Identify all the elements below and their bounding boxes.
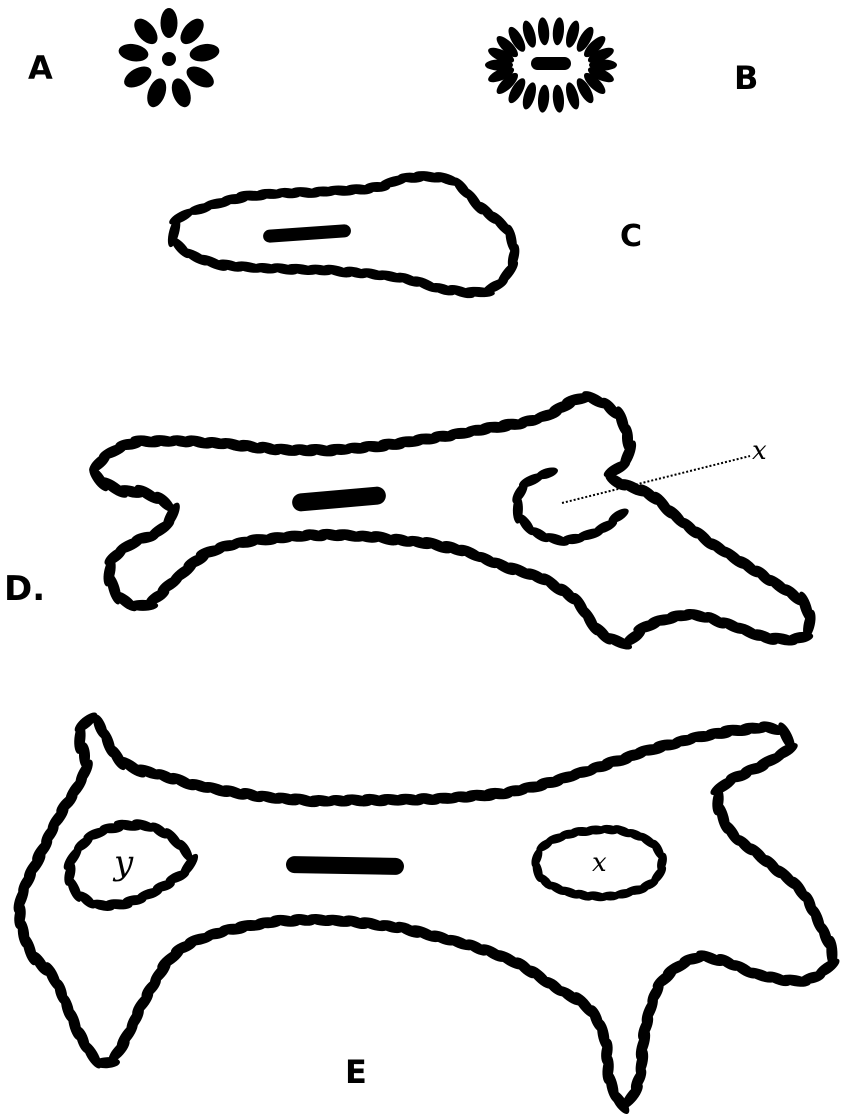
nucleus (537, 84, 551, 113)
panel-label-b: B (734, 62, 758, 94)
nucleus (176, 14, 208, 48)
panel-label-a: A (28, 52, 53, 84)
panel-d-pointer-label: x (752, 438, 767, 464)
nucleus (144, 76, 170, 110)
nucleus (708, 773, 740, 799)
panel-d-epithelial-tube (86, 388, 818, 653)
nucleus (130, 14, 162, 48)
lumen (291, 486, 386, 512)
panel-e-epithelial-tube (10, 709, 842, 1114)
panel-label-d: D. (4, 572, 45, 606)
lumen (286, 856, 404, 875)
panel-e-cavity-label-x: x (592, 850, 607, 876)
panel-b-rosette (485, 17, 617, 113)
nucleus (167, 206, 196, 228)
nucleus (161, 8, 178, 38)
lumen (263, 224, 352, 243)
lumen (531, 57, 571, 70)
nucleus (168, 76, 194, 110)
panel-c-epithelial-tube (165, 169, 521, 301)
nucleus (188, 42, 220, 64)
nucleus (552, 84, 566, 113)
panel-e-cavity-label-y: y (114, 846, 133, 880)
panel-label-e: E (345, 1056, 367, 1088)
nucleus (552, 17, 566, 46)
panel-label-c: C (620, 222, 642, 252)
nucleus (117, 42, 149, 64)
lumen (162, 52, 176, 66)
nucleus (537, 17, 551, 46)
panel-a-rosette (117, 8, 220, 110)
